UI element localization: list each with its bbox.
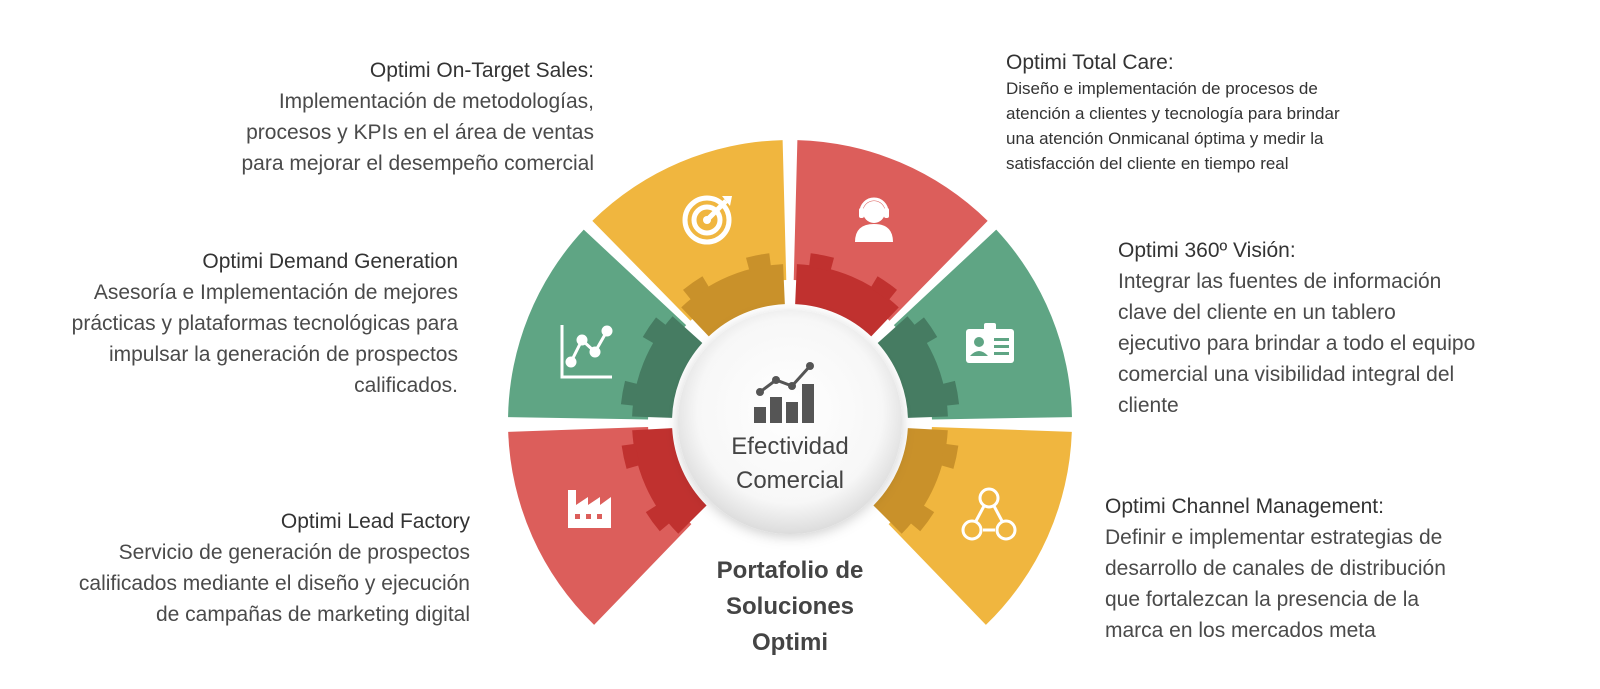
target-icon: [682, 195, 732, 245]
gear-ring-vision-360: [877, 316, 948, 418]
center-label: Efectividad Comercial: [690, 430, 890, 498]
gear-ring-demand-generation: [632, 316, 703, 418]
lead-factory-body: Servicio de generación de prospectos cal…: [78, 541, 470, 626]
total-care-text: Optimi Total Care: Diseño e implementaci…: [1006, 50, 1426, 176]
gear-tooth: [912, 317, 938, 344]
gear-ring-lead-factory: [632, 428, 707, 534]
vision-360-body: Integrar las fuentes de información clav…: [1118, 270, 1476, 417]
headset-agent-icon: [855, 197, 893, 242]
gear-tooth: [939, 443, 959, 469]
gear-tooth: [642, 317, 668, 344]
gear-ring-channel-management: [873, 428, 948, 534]
network-people-icon: [961, 487, 1017, 541]
factory-icon: [568, 490, 611, 528]
channel-management-title: Optimi Channel Management:: [1105, 495, 1384, 518]
channel-management-body: Definir e implementar estrategias de des…: [1105, 526, 1446, 642]
total-care-body: Diseño e implementación de procesos de a…: [1006, 79, 1340, 173]
center-label-line2: Comercial: [735, 467, 845, 494]
on-target-sales-title: Optimi On-Target Sales:: [369, 59, 594, 82]
gear-tooth: [620, 380, 639, 406]
channel-management-text: Optimi Channel Management: Definir e imp…: [1105, 491, 1545, 646]
gear-tooth: [870, 276, 897, 301]
gear-tooth: [909, 504, 935, 532]
line-chart-icon: [560, 325, 613, 379]
gear-tooth: [621, 443, 641, 469]
lead-factory-title: Optimi Lead Factory: [280, 510, 470, 533]
demand-generation-body: Asesoría e Implementación de mejores prá…: [71, 281, 458, 397]
portfolio-label: Portafolio de Soluciones Optimi: [680, 553, 900, 661]
demand-generation-text: Optimi Demand Generation Asesoría e Impl…: [20, 246, 458, 401]
gear-tooth: [809, 253, 834, 272]
on-target-sales-body: Implementación de metodologías, procesos…: [241, 90, 595, 175]
gear-tooth: [941, 380, 960, 406]
portfolio-line2: Soluciones: [725, 593, 855, 620]
vision-360-title: Optimi 360º Visión:: [1118, 239, 1296, 262]
portfolio-line1: Portafolio de: [716, 557, 864, 584]
total-care-title: Optimi Total Care:: [1006, 51, 1174, 74]
on-target-sales-text: Optimi On-Target Sales: Implementación d…: [180, 55, 595, 179]
lead-factory-text: Optimi Lead Factory Servicio de generaci…: [20, 506, 470, 630]
gear-ring-on-target-sales: [681, 264, 785, 337]
portfolio-line3: Optimi: [752, 629, 828, 656]
vision-360-text: Optimi 360º Visión: Integrar las fuentes…: [1118, 235, 1558, 421]
center-chart-icon: [754, 362, 814, 423]
center-label-line1: Efectividad: [731, 433, 849, 460]
gear-tooth: [683, 276, 710, 301]
gear-tooth: [645, 504, 671, 532]
id-card-icon: [966, 323, 1014, 363]
demand-generation-title: Optimi Demand Generation: [202, 250, 458, 273]
gear-tooth: [746, 253, 771, 272]
gear-ring-total-care: [795, 264, 899, 337]
